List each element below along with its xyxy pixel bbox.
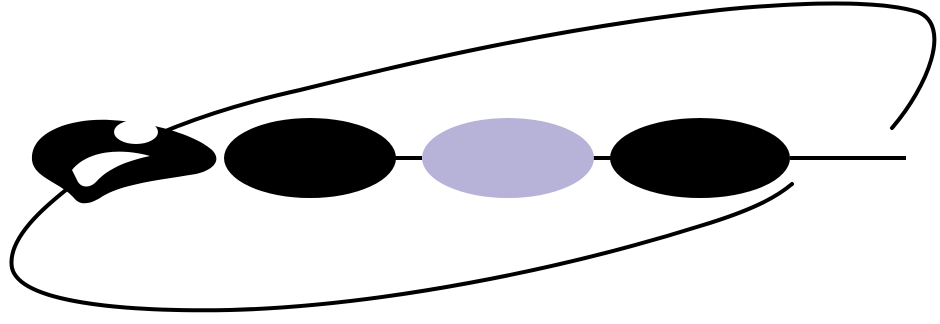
black-oval-node-2 [610, 118, 790, 198]
black-oval-node-1 [224, 118, 396, 198]
lavender-oval-node [422, 118, 594, 198]
figure-head-icon [114, 120, 158, 144]
figure-head-node [32, 120, 216, 203]
